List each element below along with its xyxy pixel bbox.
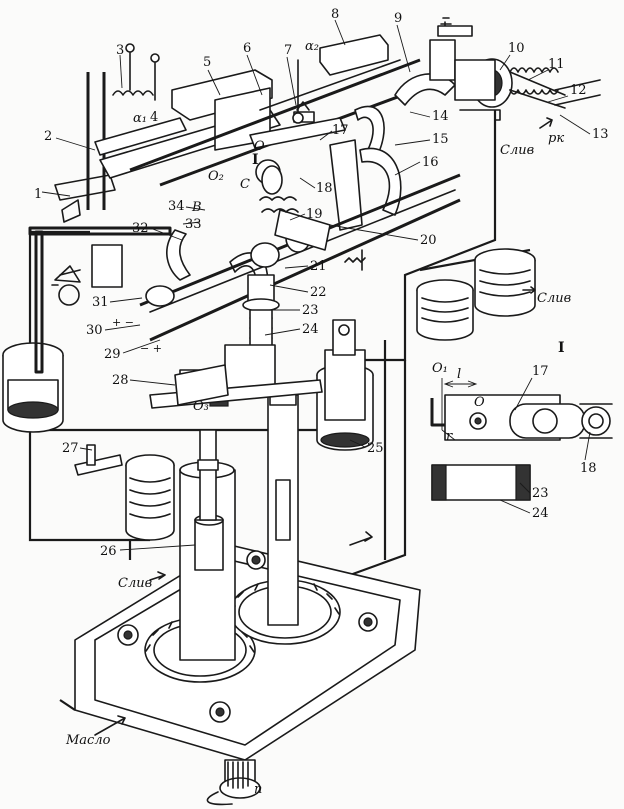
label-22: 22 — [310, 285, 327, 300]
curved-arms — [166, 73, 456, 301]
label-drain-left: Слив — [118, 576, 152, 591]
vertical-shaft — [267, 384, 299, 626]
accumulator-25 — [316, 319, 374, 451]
inset-label-l: l — [457, 367, 461, 382]
label-32: 32 — [132, 221, 149, 236]
upper-linkage — [94, 34, 431, 195]
label-4: 4 — [150, 110, 158, 125]
label-34: 34 — [168, 199, 185, 214]
label-24: 24 — [302, 322, 319, 337]
inset-labels: I O₁ O l r 17 18 23 24 — [432, 340, 597, 521]
label-17: 17 — [332, 123, 349, 138]
inset-label-O1: O₁ — [432, 361, 448, 376]
flow-arrows — [94, 117, 553, 806]
inset-label-O: O — [474, 395, 485, 410]
left-accumulator — [2, 230, 64, 433]
label-5: 5 — [203, 55, 211, 70]
inset-label-24: 24 — [532, 506, 549, 521]
label-minus-plus: − + — [140, 342, 162, 355]
label-31: 31 — [92, 295, 109, 310]
label-14: 14 — [432, 109, 449, 124]
label-20: 20 — [420, 233, 437, 248]
label-29: 29 — [104, 347, 121, 362]
label-12: 12 — [570, 83, 587, 98]
inset-title: I — [558, 340, 565, 356]
inset-label-18: 18 — [580, 461, 597, 476]
label-18: 18 — [316, 181, 333, 196]
leader-lines — [41, 19, 591, 551]
label-1: 1 — [34, 187, 42, 202]
inset-label-23: 23 — [532, 486, 549, 501]
label-drain-top: Слив — [500, 143, 534, 158]
label-27: 27 — [62, 441, 79, 456]
label-10: 10 — [508, 41, 525, 56]
label-25: 25 — [367, 441, 384, 456]
label-11: 11 — [548, 57, 565, 72]
label-alpha2: α₂ — [305, 39, 319, 54]
label-7: 7 — [284, 43, 292, 58]
label-pk: pк — [548, 131, 564, 146]
label-19: 19 — [306, 207, 323, 222]
label-O3: O₃ — [193, 399, 209, 414]
middle-shafts — [139, 173, 461, 342]
label-15: 15 — [432, 132, 449, 147]
servo-cylinder-26 — [179, 429, 236, 661]
label-6: 6 — [243, 41, 251, 56]
part-number-labels: 1 2 3 4 5 6 7 8 9 10 11 12 13 14 15 16 1… — [34, 7, 609, 559]
inset-label-17: 17 — [532, 364, 549, 379]
spring-pot-27 — [74, 444, 175, 541]
part-28 — [174, 364, 229, 406]
inset-label-r: r — [446, 429, 453, 444]
left-frame — [28, 72, 172, 306]
spring-pair-19 — [344, 249, 366, 271]
spring-3 — [112, 43, 160, 101]
label-9: 9 — [394, 11, 402, 26]
label-drain-right: Слив — [537, 291, 571, 306]
label-16: 16 — [422, 155, 439, 170]
gear-housing — [59, 544, 421, 799]
label-13: 13 — [592, 127, 609, 142]
label-2: 2 — [44, 129, 52, 144]
label-n: n — [254, 782, 262, 797]
label-alpha1: α₁ — [133, 111, 147, 126]
label-3: 3 — [116, 43, 124, 58]
label-O: O — [254, 139, 265, 154]
label-21: 21 — [310, 259, 327, 274]
label-30: 30 — [86, 323, 103, 338]
label-C: C — [240, 177, 250, 192]
label-28: 28 — [112, 373, 129, 388]
label-26: 26 — [100, 544, 117, 559]
label-I: I — [252, 152, 259, 168]
label-plus-minus: + − — [112, 316, 134, 329]
part-7 — [292, 59, 304, 124]
label-23: 23 — [302, 303, 319, 318]
text-labels: Слив Слив Слив Масло — [65, 143, 571, 748]
symbol-labels: α₁ α₂ O O₂ O₃ B C I pк n + − − + — [112, 39, 564, 797]
label-33: 33 — [185, 217, 202, 232]
label-B: B — [191, 200, 202, 215]
label-oil: Масло — [65, 733, 111, 748]
label-8: 8 — [331, 7, 339, 22]
label-O2: O₂ — [208, 169, 224, 184]
inset-detail-I — [430, 377, 613, 514]
control-block-10-13 — [429, 17, 601, 121]
right-spring-pots — [416, 248, 536, 341]
